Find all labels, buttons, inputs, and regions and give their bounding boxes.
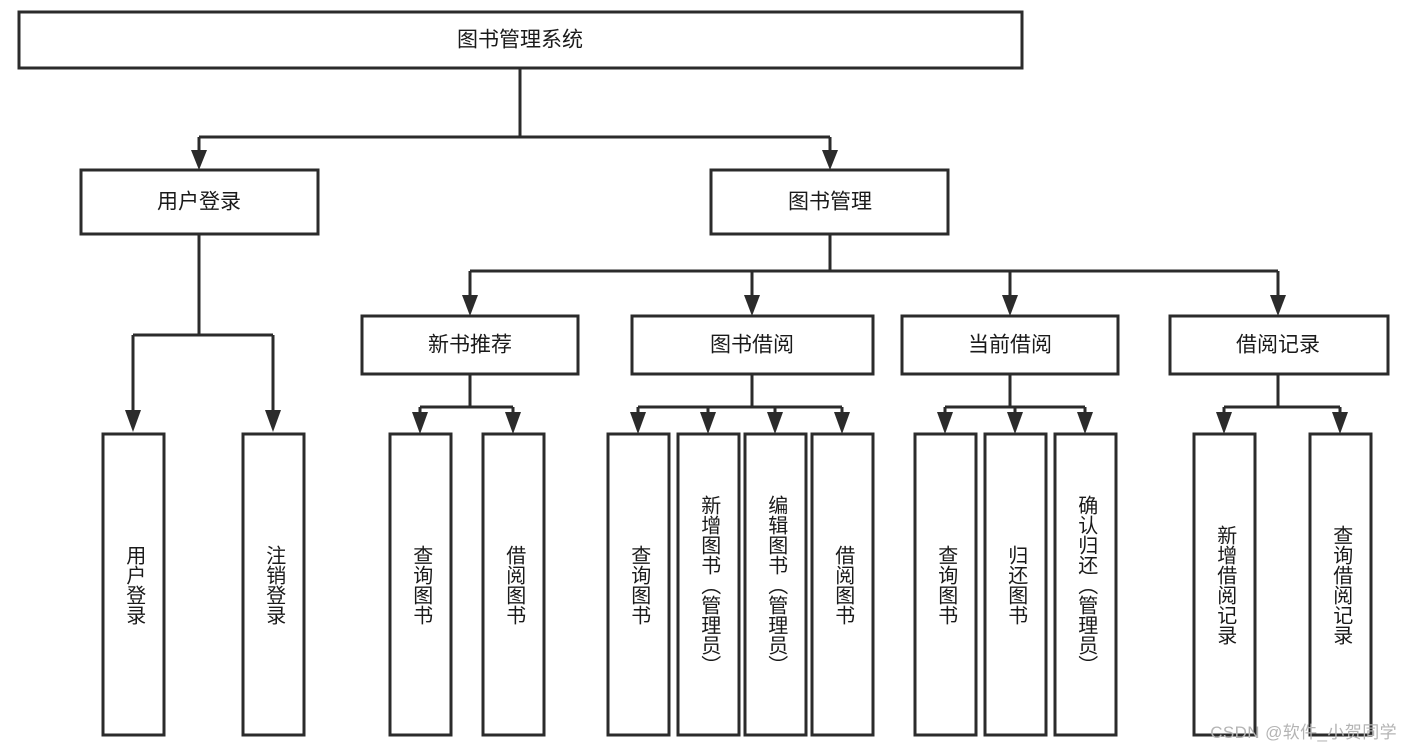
leaf-label: 查询图书 xyxy=(628,545,651,625)
leaf-box xyxy=(676,432,741,737)
arrow-book-borrow-leaf-0 xyxy=(630,412,646,434)
leaf-box xyxy=(743,432,808,737)
arrow-to-book-borrow xyxy=(744,295,760,316)
leaf-box xyxy=(481,432,546,737)
leaf-label: 查询图书 xyxy=(410,545,433,625)
arrow-user-login-leaf-0 xyxy=(125,410,141,432)
book-manage-label: 图书管理 xyxy=(788,191,872,214)
leaf-label: 新增图书（管理员） xyxy=(698,495,721,675)
arrow-to-borrow-record xyxy=(1270,295,1286,316)
arrow-new-book-leaf-1 xyxy=(505,412,521,434)
arrow-current-borrow-leaf-1 xyxy=(1007,412,1023,434)
leaf-label: 编辑图书（管理员） xyxy=(765,495,788,675)
leaf-box xyxy=(983,432,1048,737)
borrow-record-box xyxy=(1168,314,1390,376)
leaf-box xyxy=(1308,432,1373,737)
user-login-label: 用户登录 xyxy=(157,191,241,214)
arrow-to-current-borrow xyxy=(1002,295,1018,316)
arrow-book-borrow-leaf-2 xyxy=(767,412,783,434)
leaf-label: 确认归还（管理员） xyxy=(1075,495,1098,675)
arrow-to-user-login xyxy=(191,150,207,170)
leaf-box xyxy=(606,432,671,737)
node-leaf-borrow-record-1[interactable]: 查询借阅记录 xyxy=(1308,432,1373,737)
arrow-new-book-leaf-0 xyxy=(412,412,428,434)
root-label: 图书管理系统 xyxy=(457,29,583,52)
node-leaf-current-borrow-1[interactable]: 归还图书 xyxy=(983,432,1048,737)
node-current-borrow[interactable]: 当前借阅 xyxy=(900,314,1120,376)
node-root-system[interactable]: 图书管理系统 xyxy=(17,10,1024,70)
node-leaf-user-login-1[interactable]: 注销登录 xyxy=(241,432,306,737)
csdn-watermark: CSDN @软件_小贺同学 xyxy=(1210,723,1397,742)
node-leaf-current-borrow-0[interactable]: 查询图书 xyxy=(913,432,978,737)
arrow-user-login-leaf-1 xyxy=(265,410,281,432)
current-borrow-label: 当前借阅 xyxy=(968,334,1052,357)
leaf-box xyxy=(241,432,306,737)
leaf-label: 注销登录 xyxy=(263,545,286,625)
node-user-login[interactable]: 用户登录 xyxy=(79,168,320,236)
node-leaf-new-book-1[interactable]: 借阅图书 xyxy=(481,432,546,737)
leaf-label: 归还图书 xyxy=(1005,545,1028,625)
node-leaf-borrow-record-0[interactable]: 新增借阅记录 xyxy=(1192,432,1257,737)
arrow-borrow-record-leaf-0 xyxy=(1216,412,1232,434)
node-leaf-book-borrow-2[interactable]: 编辑图书（管理员） xyxy=(743,432,808,737)
node-book-manage[interactable]: 图书管理 xyxy=(709,168,950,236)
new-book-recommend-box xyxy=(360,314,580,376)
node-leaf-user-login-0[interactable]: 用户登录 xyxy=(101,432,166,737)
arrow-to-book-manage xyxy=(822,150,838,170)
leaf-box xyxy=(388,432,453,737)
node-book-borrow[interactable]: 图书借阅 xyxy=(630,314,875,376)
node-leaf-book-borrow-3[interactable]: 借阅图书 xyxy=(810,432,875,737)
arrow-book-borrow-leaf-1 xyxy=(700,412,716,434)
leaf-box xyxy=(1192,432,1257,737)
node-new-book-recommend[interactable]: 新书推荐 xyxy=(360,314,580,376)
leaf-label: 新增借阅记录 xyxy=(1214,525,1237,645)
arrow-current-borrow-leaf-2 xyxy=(1077,412,1093,434)
leaf-box xyxy=(1053,432,1118,737)
book-borrow-label: 图书借阅 xyxy=(710,334,794,357)
leaf-label: 查询图书 xyxy=(935,545,958,625)
leaf-box xyxy=(101,432,166,737)
leaf-box xyxy=(913,432,978,737)
arrow-borrow-record-leaf-1 xyxy=(1332,412,1348,434)
leaf-label: 查询借阅记录 xyxy=(1330,525,1353,645)
current-borrow-box xyxy=(900,314,1120,376)
root-box xyxy=(17,10,1024,70)
node-leaf-book-borrow-0[interactable]: 查询图书 xyxy=(606,432,671,737)
new-book-recommend-label: 新书推荐 xyxy=(428,334,512,357)
user-login-box xyxy=(79,168,320,236)
book-manage-box xyxy=(709,168,950,236)
leaf-box xyxy=(810,432,875,737)
node-leaf-current-borrow-2[interactable]: 确认归还（管理员） xyxy=(1053,432,1118,737)
leaf-label: 用户登录 xyxy=(123,545,146,625)
leaf-label: 借阅图书 xyxy=(503,545,526,625)
borrow-record-label: 借阅记录 xyxy=(1236,334,1320,357)
node-borrow-record[interactable]: 借阅记录 xyxy=(1168,314,1390,376)
arrow-current-borrow-leaf-0 xyxy=(937,412,953,434)
arrow-to-new-book xyxy=(462,295,478,316)
node-leaf-new-book-0[interactable]: 查询图书 xyxy=(388,432,453,737)
node-leaf-book-borrow-1[interactable]: 新增图书（管理员） xyxy=(676,432,741,737)
leaf-label: 借阅图书 xyxy=(832,545,855,625)
connector-layer xyxy=(125,68,1348,434)
book-borrow-box xyxy=(630,314,875,376)
arrow-book-borrow-leaf-3 xyxy=(834,412,850,434)
